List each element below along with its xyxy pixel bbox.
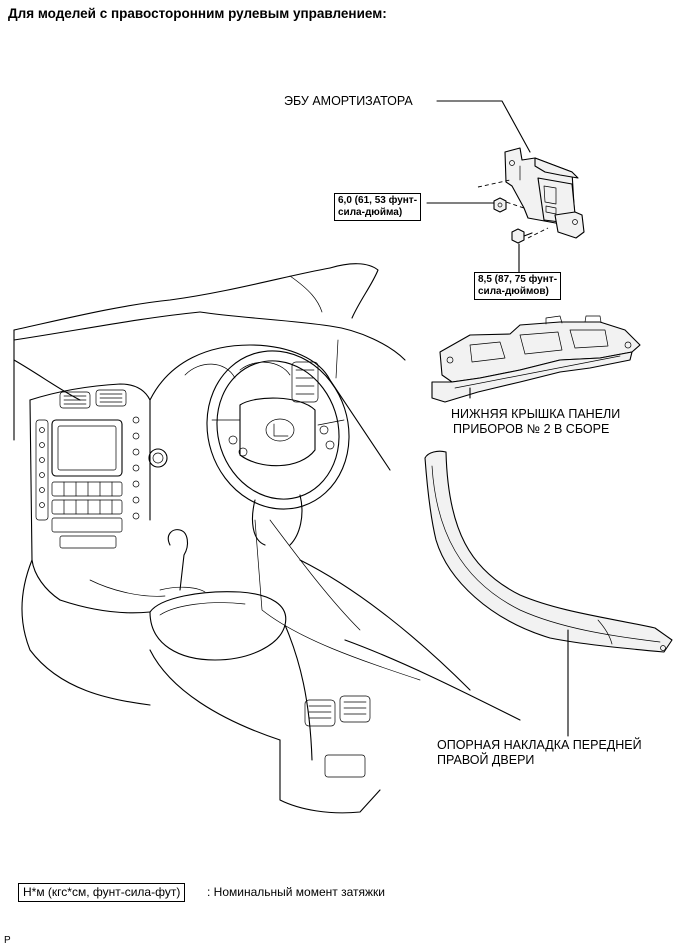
page-title: Для моделей с правосторонним рулевым упр… (8, 6, 387, 21)
shock-absorber-ecu-drawing (504, 147, 585, 239)
bolt-torque-line2: сила-дюймов) (478, 286, 549, 297)
bolt-torque-line1: 8,5 (87, 75 фунт- (478, 274, 558, 285)
scuff-plate-label: ОПОРНАЯ НАКЛАДКА ПЕРЕДНЕЙ ПРАВОЙ ДВЕРИ (437, 738, 642, 768)
scuff-label-line1: ОПОРНАЯ НАКЛАДКА ПЕРЕДНЕЙ (437, 738, 642, 752)
legend-description: : Номинальный момент затяжки (207, 885, 385, 899)
bolt-torque-label: 8,5 (87, 75 фунт- сила-дюймов) (474, 272, 562, 300)
scuff-plate-drawing (424, 450, 673, 653)
bolt-drawing (511, 227, 549, 244)
dashboard-drawing (13, 263, 521, 814)
scuff-label-line2: ПРАВОЙ ДВЕРИ (437, 753, 535, 767)
corner-code: P (4, 935, 11, 946)
nut-torque-label: 6,0 (61, 53 фунт- сила-дюйма) (334, 193, 422, 221)
cover-label-line1: НИЖНЯЯ КРЫШКА ПАНЕЛИ (451, 407, 621, 421)
leader-lines (426, 100, 569, 737)
instrument-panel-cover-label: НИЖНЯЯ КРЫШКА ПАНЕЛИ ПРИБОРОВ № 2 В СБОР… (451, 407, 620, 437)
nut-torque-line2: сила-дюйма) (338, 207, 403, 218)
nut-drawing (477, 179, 525, 213)
legend-unit-box: Н*м (кгс*см, фунт-сила-фут) (18, 883, 186, 902)
cover-label-line2: ПРИБОРОВ № 2 В СБОРЕ (453, 422, 610, 436)
ecu-label: ЭБУ АМОРТИЗАТОРА (284, 94, 413, 108)
nut-torque-line1: 6,0 (61, 53 фунт- (338, 195, 418, 206)
instrument-panel-cover-drawing (431, 315, 641, 403)
